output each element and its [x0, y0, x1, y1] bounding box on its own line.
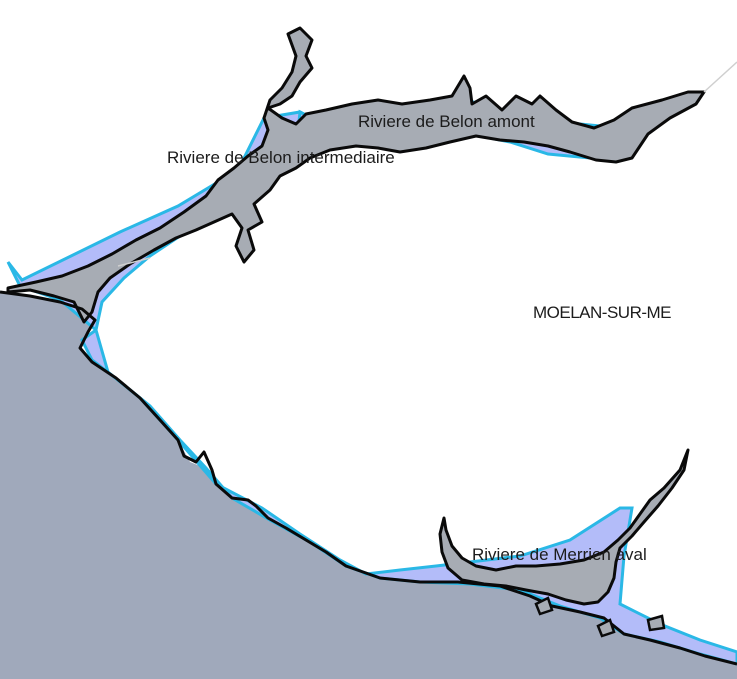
- islet: [646, 614, 666, 632]
- islet: [534, 596, 554, 616]
- label-commune: MOELAN-SUR-ME: [533, 303, 671, 322]
- road: [703, 61, 737, 93]
- label-belon-intermediaire: Riviere de Belon intermediaire: [167, 148, 395, 167]
- sea-area: [0, 292, 737, 679]
- river-merrien: [438, 448, 690, 606]
- label-belon-amont: Riviere de Belon amont: [358, 112, 535, 131]
- islet: [596, 618, 616, 638]
- road: [117, 257, 151, 267]
- river-belon: [6, 26, 706, 324]
- label-merrien-aval: Riviere de Merrien aval: [472, 545, 647, 564]
- coastline: [0, 290, 737, 666]
